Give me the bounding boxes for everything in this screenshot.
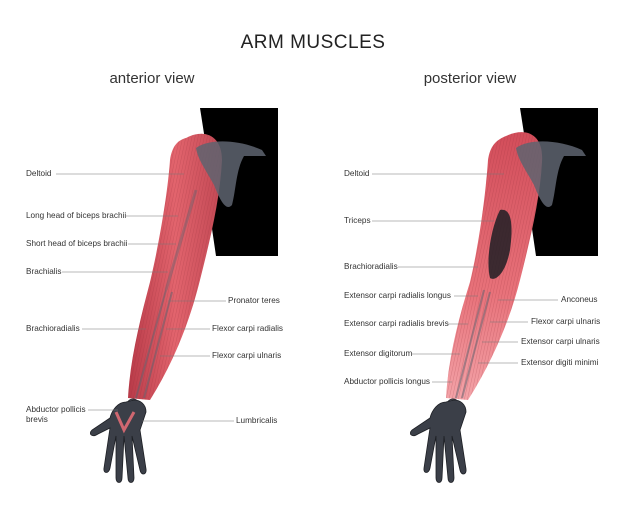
- anterior-hand: [90, 399, 147, 483]
- posterior-view-heading: posterior view: [423, 70, 517, 87]
- posterior-hand: [410, 399, 467, 483]
- label-abductor-pollicis-longus: Abductor pollicis longus: [344, 377, 431, 386]
- label-posterior-deltoid: Deltoid: [344, 169, 370, 178]
- label-extensor-digiti-minimi: Extensor digiti minimi: [521, 358, 599, 367]
- label-long-head-biceps: Long head of biceps brachii: [26, 211, 127, 220]
- label-posterior-brachioradialis: Brachioradialis: [344, 262, 398, 271]
- label-pronator-teres: Pronator teres: [228, 296, 280, 305]
- posterior-shoulder-bone: [516, 141, 586, 208]
- label-extensor-carpi-ulnaris: Extensor carpi ulnaris: [521, 337, 600, 346]
- label-extensor-carpi-radialis-longus: Extensor carpi radialis longus: [344, 291, 451, 300]
- anterior-view-heading: anterior view: [109, 70, 195, 87]
- anterior-arm: [90, 108, 278, 483]
- label-anterior-brachioradialis: Brachioradialis: [26, 324, 80, 333]
- label-triceps: Triceps: [344, 216, 371, 225]
- label-anconeus: Anconeus: [561, 295, 598, 304]
- label-anterior-flexor-carpi-radialis: Flexor carpi radialis: [212, 324, 283, 333]
- label-extensor-digitorum: Extensor digitorum: [344, 349, 413, 358]
- label-anterior-flexor-carpi-ulnaris: Flexor carpi ulnaris: [212, 351, 282, 360]
- label-posterior-flexor-carpi-ulnaris: Flexor carpi ulnaris: [531, 317, 601, 326]
- leader-lines: [56, 173, 558, 422]
- anterior-shoulder-bone: [196, 141, 266, 208]
- label-extensor-carpi-radialis-brevis: Extensor carpi radialis brevis: [344, 319, 449, 328]
- page-title: ARM MUSCLES: [240, 32, 386, 53]
- label-lumbricalis: Lumbricalis: [236, 416, 278, 425]
- label-anterior-brachialis: Brachialis: [26, 267, 62, 276]
- label-anterior-deltoid: Deltoid: [26, 169, 52, 178]
- label-short-head-biceps: Short head of biceps brachii: [26, 239, 128, 248]
- posterior-arm: [410, 108, 598, 483]
- label-abductor-pollicis-brevis: Abductor pollicis brevis: [26, 405, 86, 424]
